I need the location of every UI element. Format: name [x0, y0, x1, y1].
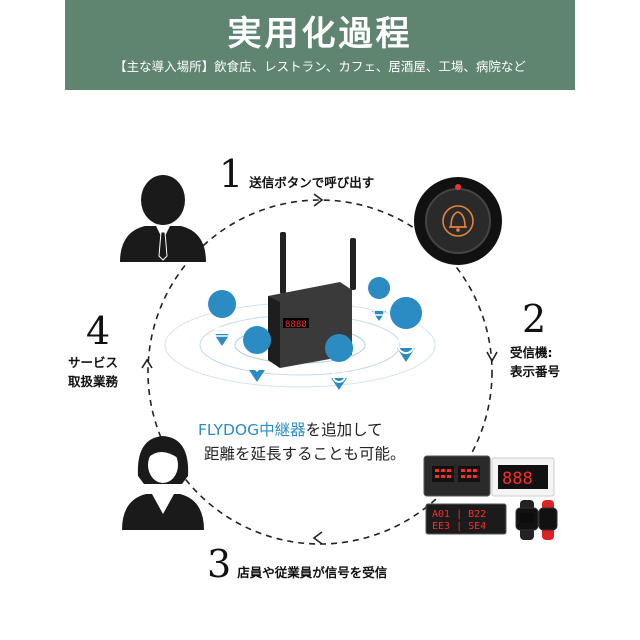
step-1-label: 送信ボタンで呼び出す [249, 172, 374, 191]
repeater-caption: FLYDOG中継器を追加して 距離を延長することも可能。 [198, 418, 448, 466]
customer-icon [120, 175, 206, 262]
step-3-label: 店員や従業員が信号を受信 [237, 562, 387, 581]
arrow-left-3 [314, 532, 322, 544]
board-row-1: A01 | B22 [432, 509, 486, 520]
arrow-up-4 [142, 360, 152, 368]
watch-receiver-red-icon [539, 500, 557, 540]
pin-square-icon [368, 277, 390, 321]
arrow-down-2 [487, 352, 497, 361]
caption-line1-rest: を追加して [306, 421, 383, 439]
receiver-display-large: 888 [502, 469, 533, 489]
repeater-product-name: FLYDOG中継器 [198, 421, 306, 439]
repeater-display: 8888 [285, 320, 307, 330]
step-3-number: 3 [207, 545, 231, 583]
step-2-label-line2: 表示番号 [510, 361, 560, 380]
pin-button-icon [390, 297, 422, 362]
step-2-label-line1: 受信機: [510, 342, 553, 361]
step-2: 2 受信機: 表示番号 [518, 300, 560, 380]
caption-line2: 距離を延長することも可能。 [198, 442, 448, 466]
watch-receiver-icon [516, 500, 538, 540]
pin-ring-icon [325, 334, 353, 390]
staff-icon [122, 436, 204, 530]
step-1: 1 送信ボタンで呼び出す [219, 155, 374, 193]
step-4: 4 サービス 取扱業務 [68, 312, 118, 390]
step-3: 3 店員や従業員が信号を受信 [207, 545, 387, 583]
step-4-label-line1: サービス [68, 352, 118, 371]
step-2-number: 2 [522, 300, 546, 338]
step-4-number: 4 [86, 312, 110, 350]
board-row-2: EE3 | SE4 [432, 521, 486, 532]
step-4-label-line2: 取扱業務 [68, 371, 118, 390]
call-button-icon [414, 177, 502, 265]
pin-card-icon [208, 290, 236, 346]
receiver-products: 888 A01 | B22 EE3 | SE4 [424, 456, 557, 540]
step-1-number: 1 [219, 155, 243, 193]
